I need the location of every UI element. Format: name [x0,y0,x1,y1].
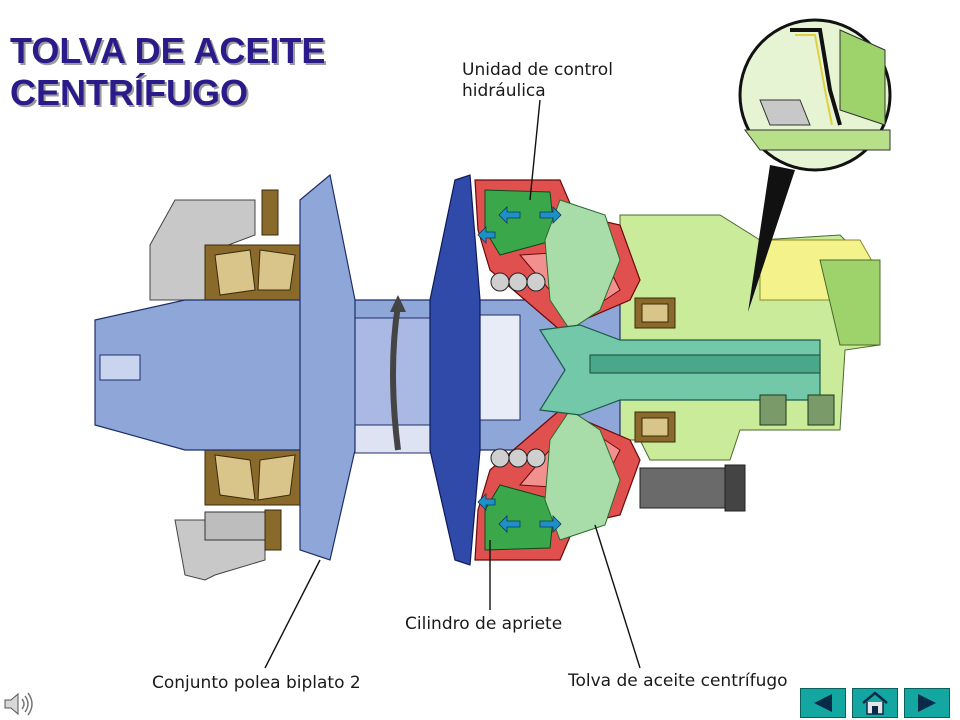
right-bearings [634,297,835,443]
label-hydraulic-line-1: Unidad de control [462,60,613,80]
leader-lines [264,99,641,669]
title-line-1: TOLVA DE ACEITE [10,30,326,71]
magnifier-pointer [748,165,795,312]
prev-button[interactable] [800,688,846,718]
page-title: TOLVA DE ACEITE CENTRÍFUGO [10,30,325,114]
speaker-icon[interactable] [2,688,36,720]
label-hydraulic-control-unit: Unidad de control hidráulica [462,60,613,102]
triangle-right-icon [918,694,936,712]
label-pulley-assembly: Conjunto polea biplato 2 [152,673,361,693]
central-shaft [538,324,821,416]
house-icon [862,691,888,715]
label-hydraulic-line-2: hidráulica [462,81,546,101]
oil-flow-arrows [477,206,562,533]
title-line-2: CENTRÍFUGO [10,72,248,113]
roller-bearings [490,272,546,468]
label-centrifugal-oil-hopper: Tolva de aceite centrífugo [568,671,788,691]
rotation-arrow-icon [390,295,406,451]
movable-sheave [429,174,481,566]
navigation-bar [800,688,950,720]
speed-sensor [639,464,746,512]
detail-magnifier [738,18,892,172]
label-clamping-cylinder: Cilindro de apriete [405,614,563,634]
triangle-left-icon [814,694,832,712]
oil-hopper [544,199,621,541]
upper-bearing [204,189,301,301]
home-button[interactable] [852,688,898,718]
next-button[interactable] [904,688,950,718]
lower-bearing [204,444,301,551]
fixed-sheave [299,173,356,561]
